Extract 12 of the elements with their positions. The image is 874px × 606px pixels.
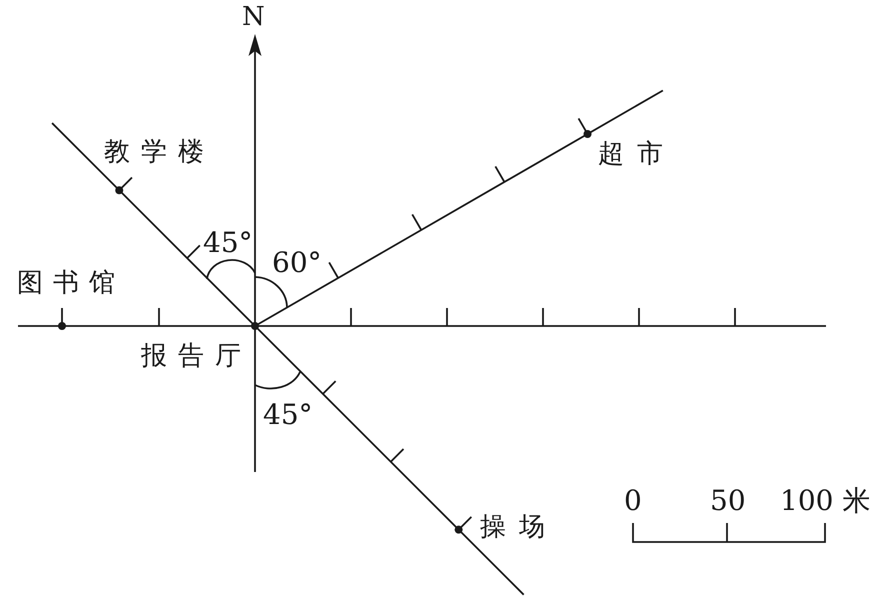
place-label: 操场 [480, 514, 558, 540]
place-label: 超市 [598, 141, 676, 167]
north-label: N [242, 4, 265, 30]
angle-label: 60° [272, 249, 322, 277]
scale-number: 100 米 [780, 487, 870, 515]
scale-number: 0 [624, 487, 642, 515]
place-label: 报告厅 [141, 343, 252, 369]
scale-number: 50 [710, 487, 746, 515]
place-label: 图书馆 [17, 270, 125, 296]
angle-label: 45° [203, 229, 253, 257]
angle-label: 45° [263, 401, 313, 429]
place-label: 教学楼 [104, 139, 215, 165]
